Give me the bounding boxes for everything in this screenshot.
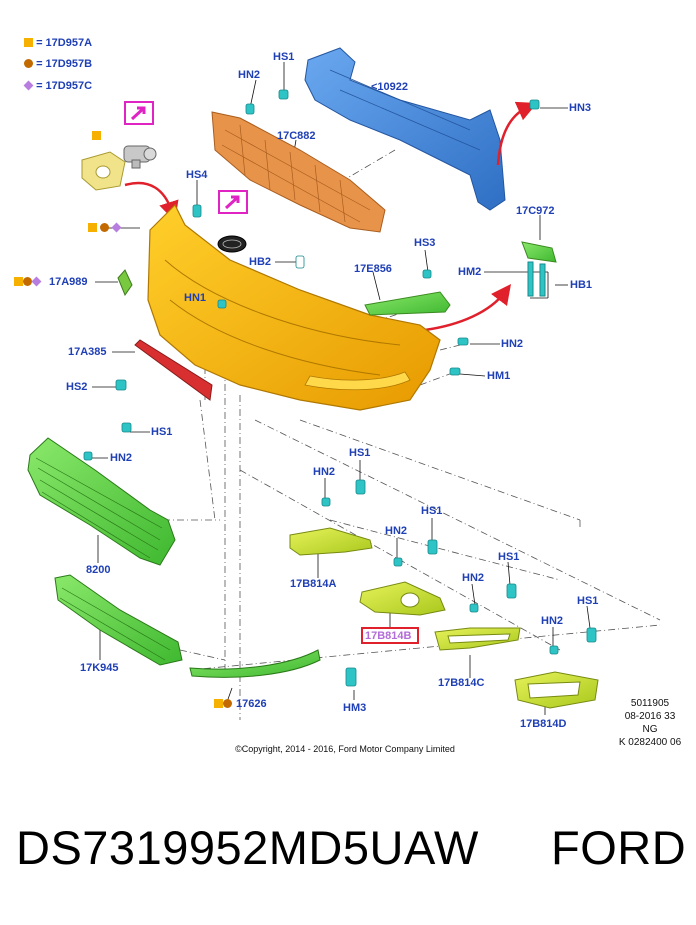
bumper-crease <box>164 259 401 346</box>
selected-part-highlight <box>361 627 419 644</box>
label-hm3[interactable]: HM3 <box>343 702 367 714</box>
label-17a385[interactable]: 17A385 <box>68 346 107 358</box>
absorber-ribs <box>221 124 371 223</box>
label-17b814d[interactable]: 17B814D <box>520 718 567 730</box>
emblem-ring <box>222 239 242 249</box>
label-hb1[interactable]: HB1 <box>570 279 593 291</box>
label-hs1-b[interactable]: HS1 <box>421 505 443 517</box>
fog-bezel-d-opening <box>527 681 581 699</box>
label-hn1[interactable]: HN1 <box>184 292 207 304</box>
label-8200[interactable]: 8200 <box>86 564 111 576</box>
info-line-1: 5011905 <box>630 698 670 709</box>
diamond-marker-icon <box>23 80 34 91</box>
part-number: DS7319952MD5UAW <box>16 821 479 874</box>
label-17a989[interactable]: 17A989 <box>49 276 88 288</box>
info-line-3: NG <box>642 724 658 735</box>
square-marker-icon <box>24 38 33 47</box>
front-bumper-cover <box>147 203 441 411</box>
side-sensor <box>117 269 133 297</box>
label-hn2-d[interactable]: HN2 <box>541 615 564 627</box>
brand-name: FORD <box>551 821 687 874</box>
label-17b814a[interactable]: 17B814A <box>290 578 337 590</box>
label-hn2-a[interactable]: HN2 <box>313 466 336 478</box>
square-marker-icon <box>92 131 101 140</box>
label-hn2-c[interactable]: HN2 <box>462 572 485 584</box>
external-link-icon[interactable] <box>218 190 248 214</box>
label-hn2-grille[interactable]: HN2 <box>110 452 133 464</box>
label-17k945[interactable]: 17K945 <box>80 662 119 674</box>
red-arrow-sensor <box>124 181 179 222</box>
circle-marker-icon <box>100 223 110 232</box>
fog-opening <box>304 371 411 391</box>
label-hs1-top[interactable]: HS1 <box>273 51 295 63</box>
label-hs2[interactable]: HS2 <box>66 381 88 393</box>
fog-bezel-b-hole <box>400 592 420 608</box>
legend-text: = 17D957C <box>36 80 93 92</box>
marker-cluster-bumper <box>88 222 122 234</box>
square-marker-icon <box>214 699 223 708</box>
legend-text: = 17D957A <box>36 37 93 49</box>
fog-bezel-c-opening <box>447 633 511 644</box>
diamond-marker-icon <box>31 276 42 287</box>
marker-cluster-sensor <box>92 130 101 142</box>
red-arrow-beam <box>496 101 538 166</box>
label-hm1[interactable]: HM1 <box>487 370 511 382</box>
label-10922[interactable]: <10922 <box>371 81 409 93</box>
label-hn2-b[interactable]: HN2 <box>385 525 408 537</box>
label-hs1-grille[interactable]: HS1 <box>151 426 173 438</box>
parking-sensor <box>123 145 157 169</box>
circle-marker-icon <box>23 277 32 286</box>
copyright-text: ©Copyright, 2014 - 2016, Ford Motor Comp… <box>235 744 455 754</box>
lower-grille <box>54 574 183 666</box>
legend-text: = 17D957B <box>36 58 93 70</box>
mounting-bracket <box>521 241 557 297</box>
bumper-reinforcement-beam <box>304 47 506 211</box>
square-marker-icon <box>14 277 23 286</box>
label-hn2-top[interactable]: HN2 <box>238 69 261 81</box>
legend-item-17d957c: = 17D957C <box>23 79 93 93</box>
grille-bars <box>35 457 163 559</box>
label-hs1-d[interactable]: HS1 <box>577 595 599 607</box>
sensor-hole <box>95 165 111 179</box>
info-line-4: K 0282400 06 <box>618 737 682 748</box>
reflector-strip <box>134 339 213 401</box>
red-arrow-bracket <box>424 284 512 332</box>
label-17626[interactable]: 17626 <box>236 698 267 710</box>
label-17e856[interactable]: 17E856 <box>354 263 392 275</box>
bumper-strip <box>364 291 451 316</box>
label-hn2-mid[interactable]: HN2 <box>501 338 524 350</box>
legend-item-17d957a: = 17D957A <box>24 36 92 50</box>
label-hn3[interactable]: HN3 <box>569 102 592 114</box>
label-hs1-a[interactable]: HS1 <box>349 447 371 459</box>
external-link-icon[interactable] <box>124 101 154 125</box>
energy-absorber <box>211 111 386 233</box>
label-17b814c[interactable]: 17B814C <box>438 677 485 689</box>
ford-emblem <box>217 235 247 253</box>
square-marker-icon <box>88 223 97 232</box>
label-hb2[interactable]: HB2 <box>249 256 272 268</box>
diamond-marker-icon <box>111 222 122 233</box>
marker-cluster-17626 <box>214 698 232 710</box>
beam-detail <box>329 69 481 151</box>
upper-grille <box>27 437 176 566</box>
circle-marker-icon <box>223 699 232 708</box>
label-17c972[interactable]: 17C972 <box>516 205 555 217</box>
lower-grille-bars <box>59 587 171 661</box>
fog-bezel-a <box>289 527 373 556</box>
marker-cluster-17a989 <box>14 276 42 288</box>
label-hm2[interactable]: HM2 <box>458 266 482 278</box>
bumper-crease-lower <box>169 299 381 376</box>
label-hs1-c[interactable]: HS1 <box>498 551 520 563</box>
label-17b814b[interactable]: 17B814B <box>365 630 412 642</box>
info-line-2: 08-2016 33 <box>624 711 676 722</box>
label-hs4[interactable]: HS4 <box>186 169 208 181</box>
lower-strip <box>189 649 321 678</box>
legend-item-17d957b: = 17D957B <box>24 57 92 71</box>
label-hs3[interactable]: HS3 <box>414 237 436 249</box>
fasteners <box>83 89 597 687</box>
circle-marker-icon <box>24 59 33 68</box>
label-17c882[interactable]: 17C882 <box>277 130 316 142</box>
